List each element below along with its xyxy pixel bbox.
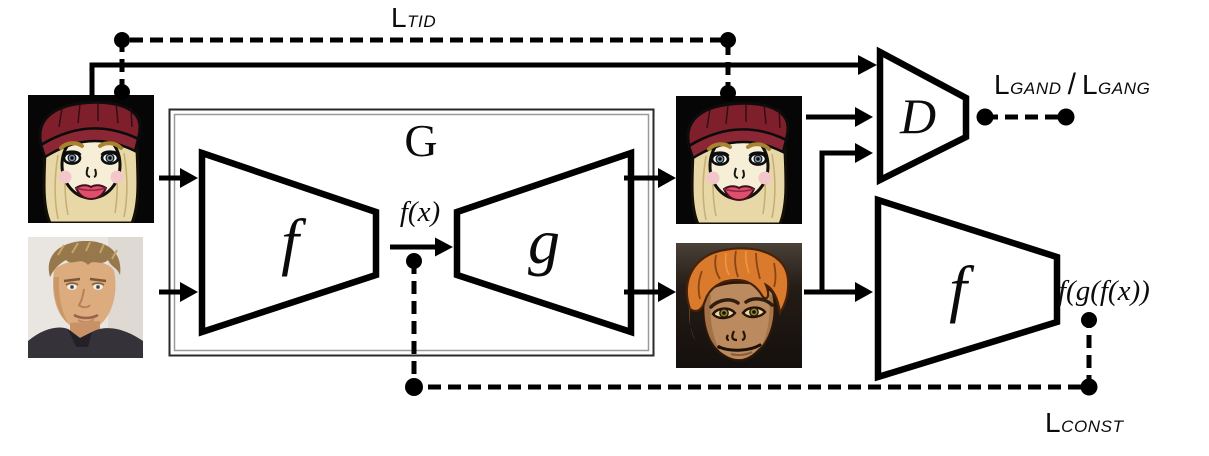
loss-tid-base: L <box>391 2 408 33</box>
generator-box-outline <box>168 108 655 357</box>
discriminator-d-trapezoid <box>876 46 970 186</box>
decoder-g-label: g <box>528 206 560 277</box>
loss-tid-subscript: TID <box>407 12 437 31</box>
fgfx-annotation: f(g(f(x)) <box>1058 275 1150 307</box>
junction-dots <box>114 32 1098 396</box>
input-emoji-image <box>28 95 154 223</box>
fx-annotation: f(x) <box>399 196 441 228</box>
loss-gand-subscript: GAND <box>1010 79 1062 98</box>
generated-emoji-image <box>676 243 802 368</box>
loss-gand-base: L <box>994 69 1011 100</box>
loss-gang-base: L <box>1081 69 1099 100</box>
loss-gan-separator: / <box>1067 68 1076 101</box>
loss-const-base: L <box>1045 407 1062 438</box>
output-emoji-image <box>676 96 802 224</box>
const-dashed-connector <box>411 261 1092 390</box>
loss-gang-subscript: GANG <box>1098 79 1151 98</box>
decoder-g-trapezoid <box>453 148 635 337</box>
encoder-f-label: f <box>281 206 299 277</box>
encoder-f-trapezoid <box>198 148 380 337</box>
generator-label: G <box>404 115 438 166</box>
generated-to-discriminator-arrow <box>819 150 856 292</box>
input-photo-image <box>28 237 143 358</box>
arrow-heads <box>180 55 877 302</box>
feature-extractor-f-label: f <box>949 253 967 324</box>
loss-const-subscript: CONST <box>1061 417 1124 436</box>
discriminator-label: D <box>899 88 937 144</box>
x-to-discriminator-line <box>89 62 858 96</box>
feature-extractor-f-trapezoid <box>874 195 1061 382</box>
